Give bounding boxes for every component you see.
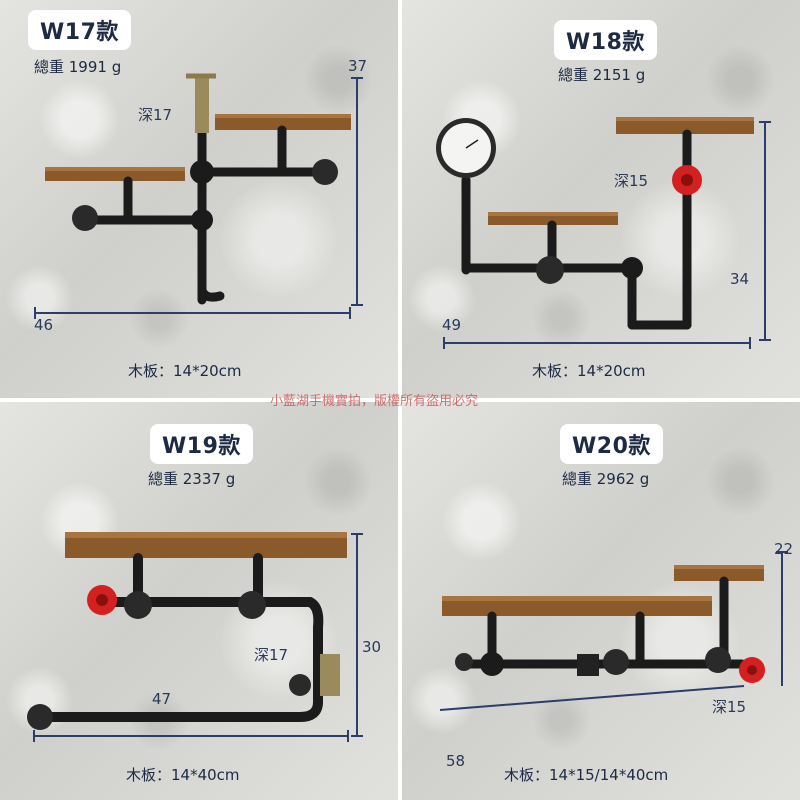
model-badge: W17款 xyxy=(28,10,131,50)
wall-flange xyxy=(312,159,338,185)
iron-pipe-frame xyxy=(461,129,692,330)
board-size: 木板：14*20cm xyxy=(532,362,646,380)
wall-flange xyxy=(238,591,266,619)
height-label: 30 xyxy=(362,638,382,656)
wall-flange xyxy=(124,591,152,619)
wall-flange xyxy=(455,653,473,671)
height-label: 22 xyxy=(774,540,794,558)
wall-flange xyxy=(705,647,731,673)
height-label: 34 xyxy=(730,270,750,288)
width-label: 49 xyxy=(442,316,462,334)
depth-label: 深15 xyxy=(614,172,649,190)
wall-flange xyxy=(27,704,53,730)
total-weight: 總重 1991 g xyxy=(34,58,122,76)
depth-label: 深17 xyxy=(254,646,289,664)
brass-faucet xyxy=(195,78,209,133)
dimension-lines xyxy=(439,551,788,711)
wood-shelf xyxy=(616,117,754,134)
w17-shelf-illustration xyxy=(34,73,363,319)
dimension-lines xyxy=(443,121,771,349)
total-weight: 總重 2337 g xyxy=(148,470,236,488)
product-panel-w19: W19款 總重 2337 g 深17 30 47 木板：14*40cm xyxy=(0,402,398,800)
dimension-lines xyxy=(33,533,363,742)
w19-shelf-illustration xyxy=(27,532,363,742)
total-weight: 總重 2151 g xyxy=(558,66,646,84)
product-panel-w18: W18款 總重 2151 g 深15 34 49 木板：14*20cm xyxy=(402,0,800,398)
height-label: 37 xyxy=(348,57,368,75)
iron-pipe-frame xyxy=(459,576,747,669)
wall-flange xyxy=(603,649,629,675)
total-weight: 總重 2962 g xyxy=(562,470,650,488)
board-size: 木板：14*15/14*40cm xyxy=(504,766,669,784)
depth-label: 深17 xyxy=(138,106,173,124)
w18-shelf-illustration xyxy=(436,117,771,349)
wall-flange xyxy=(72,205,98,231)
wall-flange xyxy=(289,674,311,696)
copyright-watermark: 小藍湖手機實拍，版權所有盜用必究 xyxy=(270,394,479,409)
dimension-lines xyxy=(34,77,363,319)
brass-faucet xyxy=(320,654,340,696)
depth-label: 深15 xyxy=(712,698,747,716)
pipe-fitting xyxy=(577,654,599,676)
product-panel-w20: W20款 總重 2962 g 深15 22 58 木板：14*15/14*40c… xyxy=(402,402,800,800)
width-label: 46 xyxy=(34,316,54,334)
model-badge: W20款 xyxy=(560,424,663,464)
wall-flange xyxy=(536,256,564,284)
width-label: 58 xyxy=(446,752,466,770)
model-badge: W19款 xyxy=(150,424,253,464)
width-label: 47 xyxy=(152,690,172,708)
product-panel-w17: W17款 總重 1991 g 深17 37 46 木板：14*20cm xyxy=(0,0,398,398)
w20-shelf-illustration xyxy=(439,551,788,711)
board-size: 木板：14*40cm xyxy=(126,766,240,784)
model-badge: W18款 xyxy=(554,20,657,60)
board-size: 木板：14*20cm xyxy=(128,362,242,380)
iron-pipe-frame xyxy=(35,553,324,722)
